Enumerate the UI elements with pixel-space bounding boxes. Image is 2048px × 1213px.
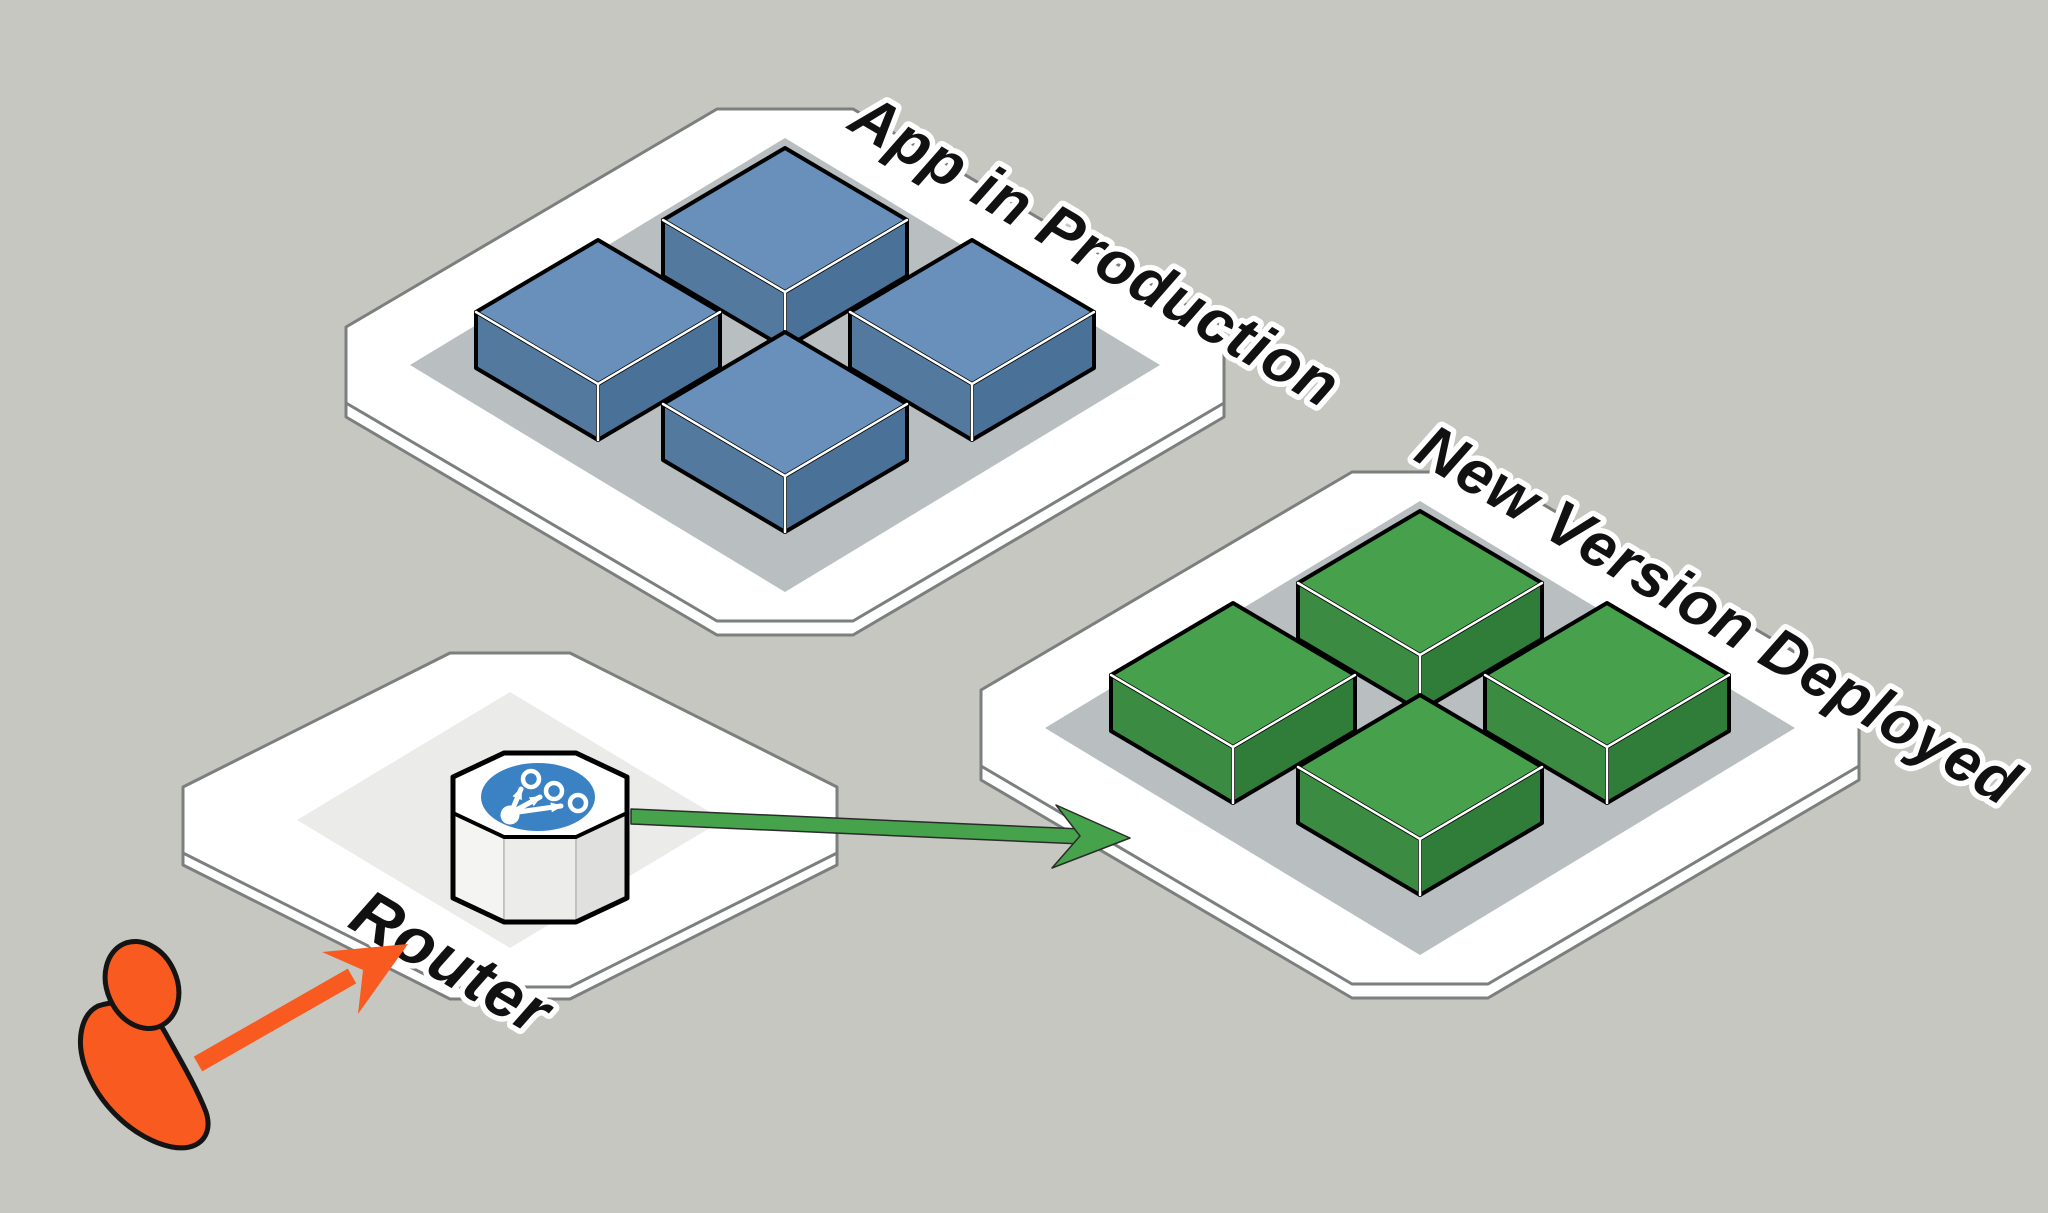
new-version-cubes — [1109, 509, 1731, 897]
app-cube-front — [661, 330, 909, 534]
router-prism-front-face — [503, 836, 577, 923]
person-icon — [78, 938, 211, 1151]
production-cubes — [474, 146, 1096, 534]
orange-arrow-head — [322, 944, 408, 1014]
new-cube-back — [1296, 509, 1544, 713]
green-arrow-head — [1051, 804, 1131, 869]
app-cube-right — [848, 238, 1096, 442]
person-head — [102, 938, 182, 1032]
app-cube-left — [474, 238, 722, 442]
new-cube-right — [1483, 601, 1731, 805]
traffic-split-icon — [481, 763, 595, 831]
orange-arrow-shaft — [193, 968, 357, 1072]
new-cube-front — [1296, 693, 1544, 897]
router-to-new-version-arrow — [630, 804, 1131, 869]
new-cube-left — [1109, 601, 1357, 805]
router-prism-outline — [450, 750, 630, 925]
user-to-router-arrow — [193, 944, 408, 1072]
router-node — [450, 750, 630, 925]
